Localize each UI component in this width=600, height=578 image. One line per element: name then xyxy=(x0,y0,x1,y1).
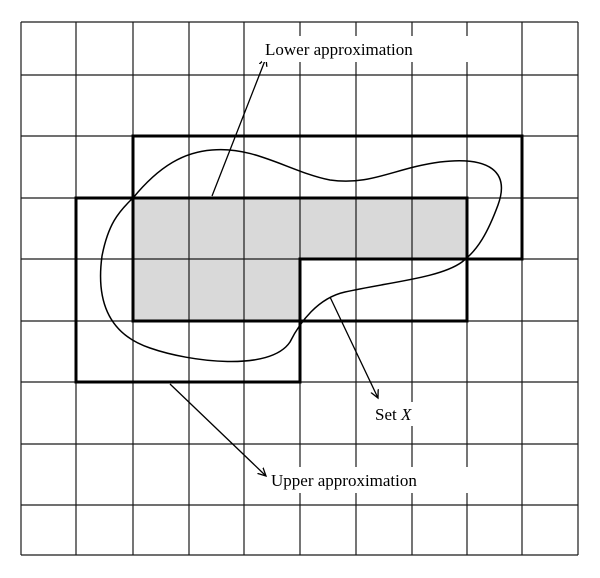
set-x-arrow xyxy=(329,296,378,398)
lower-approximation-label: Lower approximation xyxy=(265,40,413,59)
lower-approximation-cell xyxy=(412,198,467,259)
upper-approximation-label: Upper approximation xyxy=(271,471,417,490)
set-x-label-variable: X xyxy=(400,405,412,424)
lower-approximation-cell xyxy=(300,198,356,259)
lower-approximation-cell xyxy=(133,259,189,321)
lower-approximation-region xyxy=(133,198,467,321)
lower-approximation-cell xyxy=(189,259,244,321)
lower-approximation-cell xyxy=(244,198,300,259)
set-x-curve xyxy=(99,148,503,363)
upper-approximation-arrow xyxy=(169,383,266,476)
lower-approximation-boundary xyxy=(131,196,469,323)
lower-approximation-cell xyxy=(133,198,189,259)
set-x-label: Set X xyxy=(375,405,412,424)
lower-approximation-arrow xyxy=(211,58,266,197)
lower-approximation-cell xyxy=(189,198,244,259)
set-x-label-prefix: Set xyxy=(375,405,401,424)
lower-approximation-cell xyxy=(244,259,300,321)
lower-approximation-cell xyxy=(356,198,412,259)
